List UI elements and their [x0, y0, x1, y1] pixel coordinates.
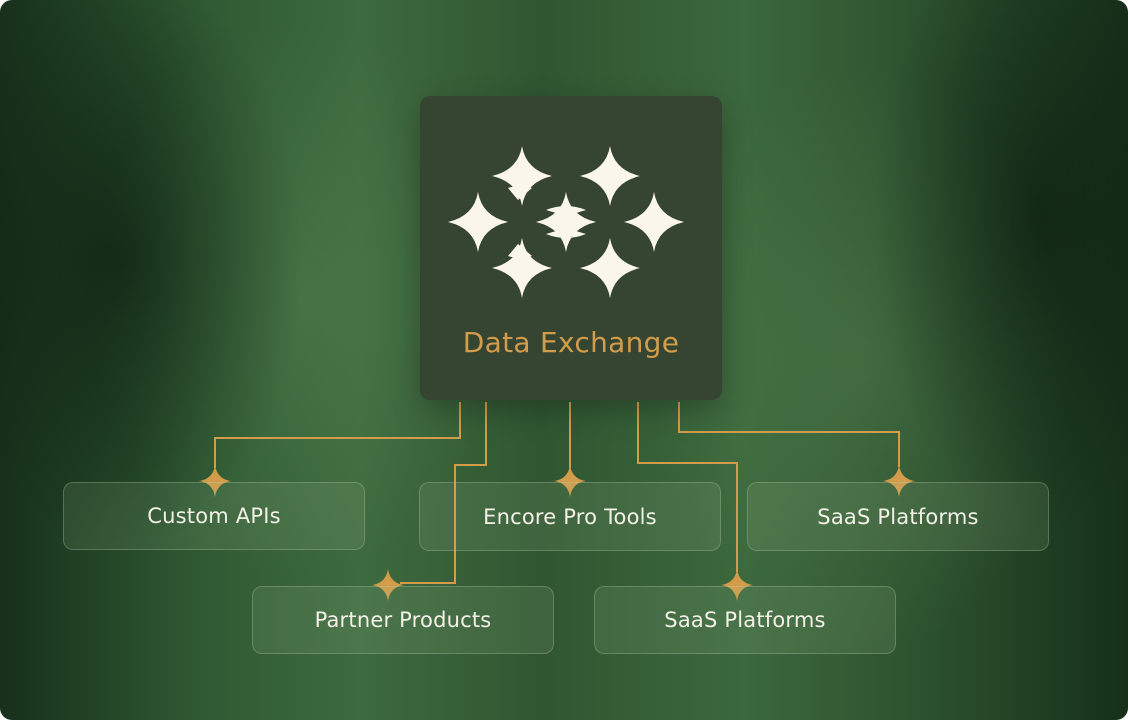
node-custom-apis: Custom APIs [63, 482, 365, 550]
node-label: SaaS Platforms [664, 608, 826, 632]
connector-saas-platforms-right [678, 402, 900, 467]
node-label: Custom APIs [147, 504, 281, 528]
connector-saas-platforms-bottom [637, 402, 738, 572]
data-exchange-hub: Data Exchange [420, 96, 722, 400]
hub-title: Data Exchange [462, 326, 680, 359]
diamond-marker-custom-apis [199, 465, 231, 497]
diamond-marker-partner-products [372, 569, 404, 601]
node-partner-products: Partner Products [252, 586, 554, 654]
node-encore-pro-tools: Encore Pro Tools [419, 482, 721, 551]
node-saas-platforms-right: SaaS Platforms [747, 482, 1049, 551]
connector-partner-products [400, 402, 487, 584]
connector-custom-apis [214, 402, 461, 468]
diamond-marker-saas-platforms-right [883, 465, 915, 497]
node-label: SaaS Platforms [817, 504, 979, 529]
node-label: Encore Pro Tools [483, 504, 657, 529]
node-saas-platforms-bottom: SaaS Platforms [594, 586, 896, 654]
diamond-marker-encore-pro-tools [554, 465, 586, 497]
diamond-marker-saas-platforms-bottom [721, 569, 753, 601]
four-point-star-cluster-icon [448, 146, 684, 298]
node-label: Partner Products [314, 608, 492, 632]
